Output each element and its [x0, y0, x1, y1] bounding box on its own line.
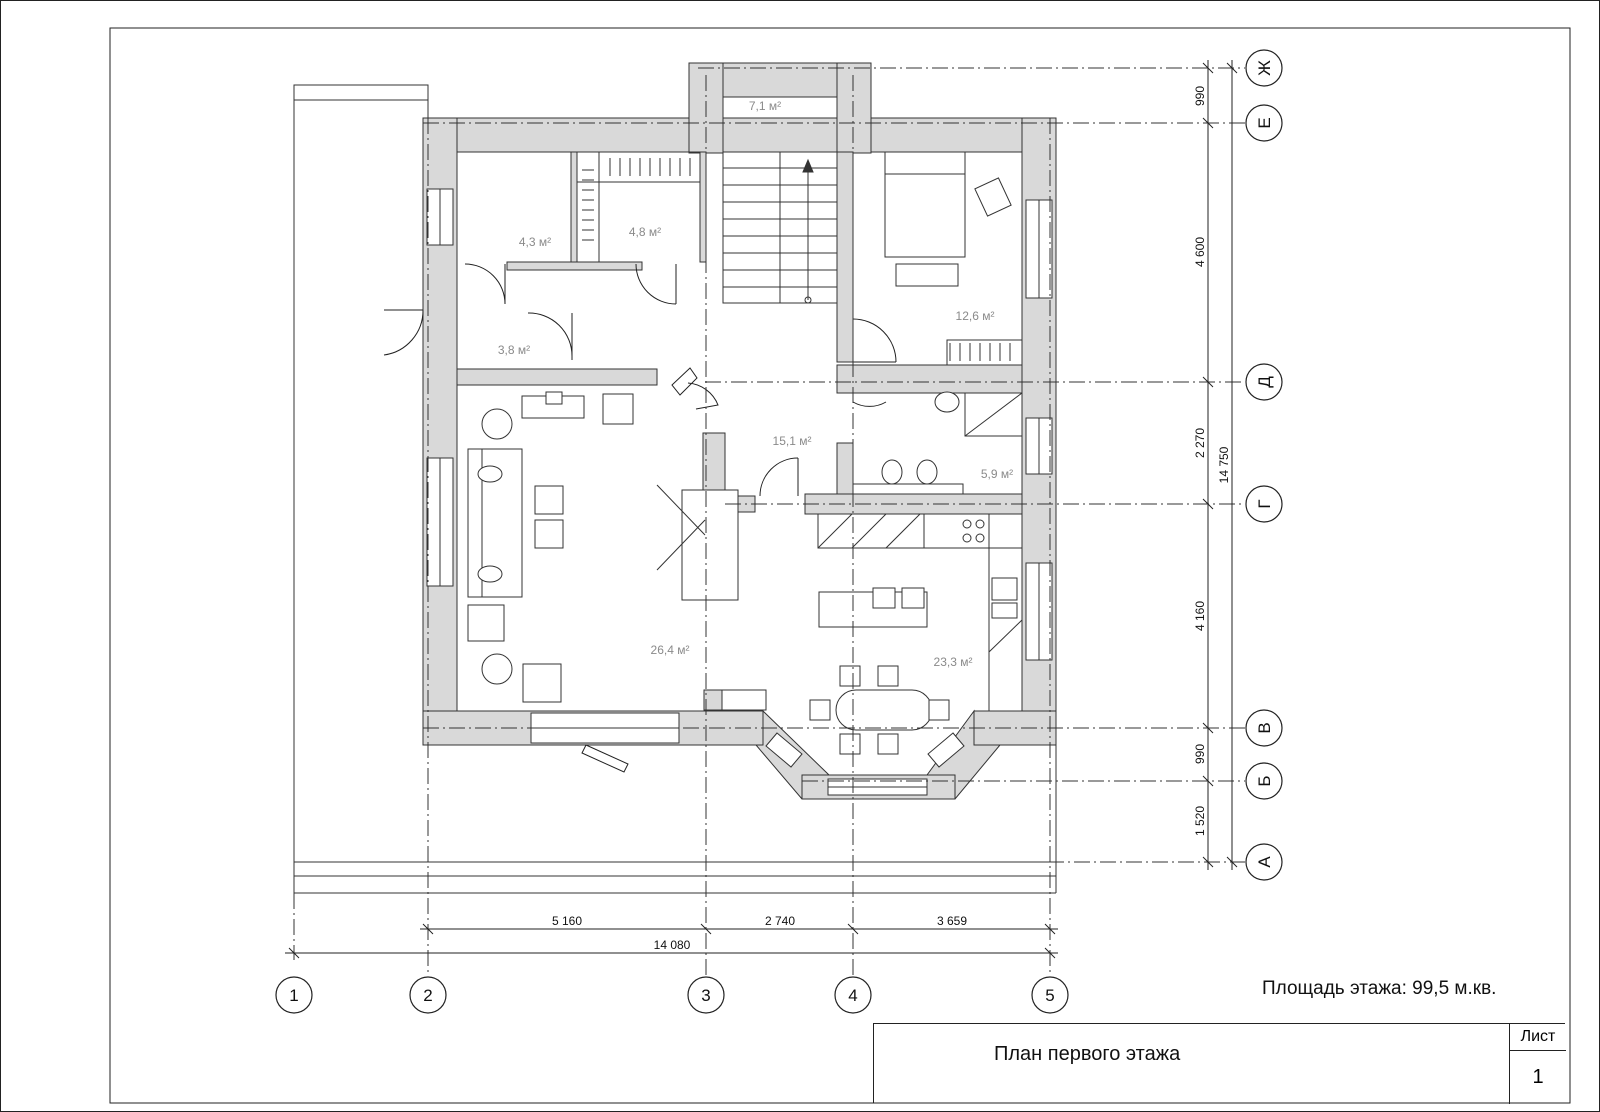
- doors: [383, 263, 897, 773]
- axis-label-row: Б: [1255, 775, 1274, 786]
- axis-label-row: Ж: [1255, 60, 1274, 76]
- dim-text: 4 160: [1193, 601, 1207, 631]
- axis-grid-lines: [293, 67, 1245, 975]
- axis-label-column: 4: [848, 986, 857, 1005]
- axis-label-row: Е: [1255, 117, 1274, 128]
- room-area-hall: 15,1 м²: [773, 434, 812, 448]
- axis-label-column: 3: [701, 986, 710, 1005]
- staircase: [722, 152, 837, 304]
- dimension-lines: [285, 60, 1238, 959]
- dim-text: 990: [1193, 86, 1207, 106]
- dim-text: 990: [1193, 744, 1207, 764]
- interior-walls: [456, 151, 1023, 589]
- furniture: [467, 151, 1023, 755]
- sheet-label: Лист: [1510, 1024, 1566, 1051]
- room-area-pantry: 4,3 м²: [519, 235, 551, 249]
- axis-label-column: 1: [289, 986, 298, 1005]
- axis-label-row: А: [1255, 856, 1274, 868]
- axis-label-row: Д: [1255, 376, 1274, 388]
- room-area-stair: 7,1 м²: [749, 99, 781, 113]
- axis-label-row: Г: [1255, 499, 1274, 508]
- dim-text: 4 600: [1193, 237, 1207, 267]
- dim-total-horizontal: 14 080: [654, 938, 691, 952]
- axis-label-column: 2: [423, 986, 432, 1005]
- sheet-cell: Лист 1: [1509, 1024, 1566, 1104]
- axis-label-row: В: [1255, 722, 1274, 733]
- room-area-living: 26,4 м²: [651, 643, 690, 657]
- room-area-wardrobe: 4,8 м²: [629, 225, 661, 239]
- drawing-title: План первого этажа: [994, 1043, 1181, 1065]
- dim-text: 5 160: [552, 914, 582, 928]
- dim-text: 2 740: [765, 914, 795, 928]
- room-area-kitchen: 23,3 м²: [934, 655, 973, 669]
- axis-label-column: 5: [1045, 986, 1054, 1005]
- wardrobe-shelving: [576, 151, 1011, 361]
- room-area-bathroom: 5,9 м²: [981, 467, 1013, 481]
- title-block: План первого этажа Лист 1: [873, 1023, 1566, 1104]
- dim-text: 2 270: [1193, 428, 1207, 458]
- dim-text: 1 520: [1193, 806, 1207, 836]
- sheet-number: 1: [1532, 1066, 1544, 1088]
- room-area-vestibule: 3,8 м²: [498, 343, 530, 357]
- dim-total-vertical: 14 750: [1217, 446, 1231, 483]
- column-axis-markers: [275, 976, 1069, 1014]
- row-axis-markers: [1245, 49, 1283, 881]
- drawing-frame: [109, 27, 1571, 1104]
- room-area-bedroom: 12,6 м²: [956, 309, 995, 323]
- floor-area-note: Площадь этажа: 99,5 м.кв.: [1262, 978, 1497, 999]
- dim-text: 3 659: [937, 914, 967, 928]
